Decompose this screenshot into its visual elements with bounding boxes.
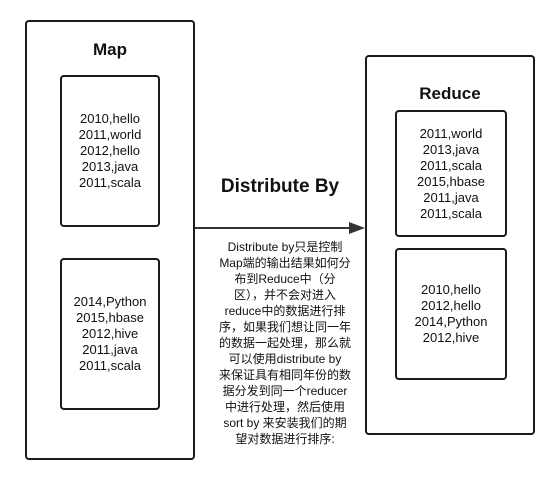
reduce-title: Reduce	[419, 84, 481, 103]
arrow-label: Distribute By	[220, 176, 340, 197]
reduce-record: 2013,java	[422, 141, 480, 157]
reduce-record: 2010,hello	[420, 282, 481, 297]
map-record: 2012,hive	[81, 326, 139, 341]
map-record: 2015,hbase	[76, 310, 144, 325]
note-line: 来保证具有相同年份的数	[218, 368, 351, 382]
reduce-record: 2011,java	[423, 189, 479, 205]
note-line: Distribute by只是控制	[227, 240, 343, 254]
reduce-record: 2014,Python	[414, 314, 488, 329]
map-record: 2011,world	[78, 127, 142, 142]
explanation-note: Distribute by只是控制 Map端的输出结果如何分布到Reduce中（分…	[205, 239, 365, 447]
map-record: 2010,hello	[79, 111, 140, 126]
note-line: 据分发到同一个reducer	[222, 384, 348, 398]
reduce-record: 2015,hbase	[417, 173, 485, 189]
reduce-record: 2011,world	[419, 125, 483, 141]
map-record: 2011,java	[82, 342, 138, 357]
note-line: 序，如果我们想让同一年	[218, 320, 351, 334]
reduce-record: 2012,hello	[420, 298, 481, 313]
note-line: reduce中的数据进行排	[224, 304, 346, 318]
note-line: 可以使用distribute by	[228, 352, 342, 366]
note-line: 布到Reduce中（分	[234, 272, 336, 286]
map-record: 2011,scala	[79, 358, 141, 373]
reduce-record: 2011,scala	[420, 157, 482, 173]
note-line: 的数据一起处理，那么就	[218, 336, 351, 350]
map-record: 2011,scala	[79, 175, 141, 190]
map-record: 2013,java	[81, 159, 139, 174]
note-line: Map端的输出结果如何分	[219, 256, 351, 270]
map-title: Map	[93, 40, 127, 59]
reduce-record: 2012,hive	[422, 330, 480, 345]
note-line: 中进行处理，然后使用	[224, 400, 345, 414]
reduce-record: 2011,scala	[420, 205, 482, 221]
note-line: 区），并不会对进入	[233, 288, 336, 302]
arrow-head	[349, 222, 365, 234]
map-record: 2014,Python	[73, 294, 147, 309]
map-record: 2012,hello	[79, 143, 140, 158]
note-line: sort by 来安装我们的期	[223, 416, 347, 430]
note-line: 望对数据进行排序:	[235, 432, 335, 446]
